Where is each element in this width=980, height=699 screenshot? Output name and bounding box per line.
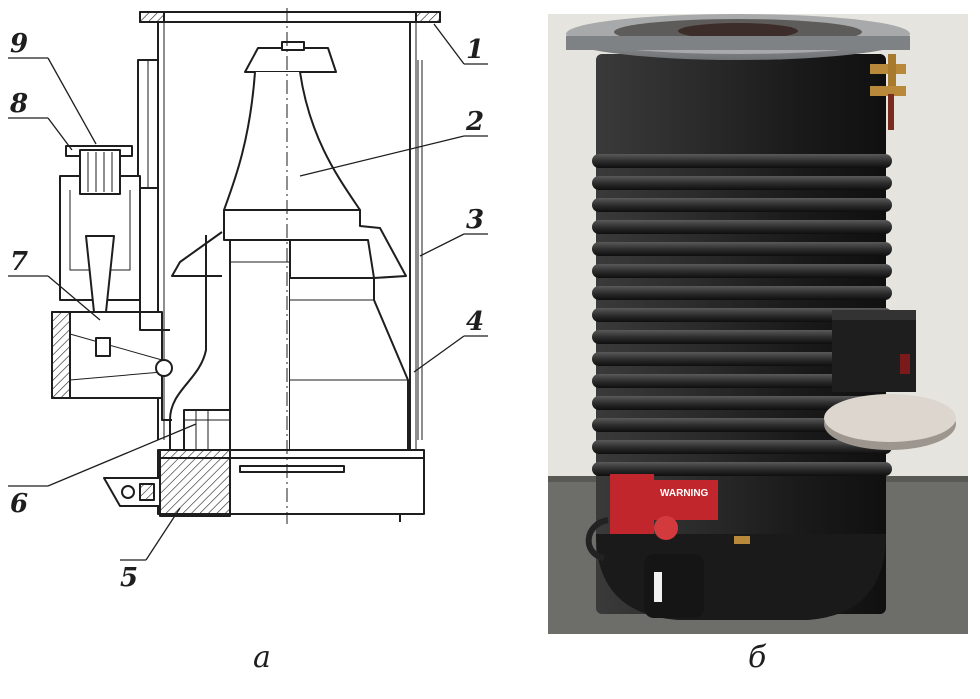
power-cable	[585, 517, 609, 561]
warning-label-text: WARNING	[660, 488, 709, 499]
coil-ring	[592, 242, 892, 256]
heater-box	[832, 310, 916, 392]
booster-assembly	[51, 145, 173, 421]
leader-lines	[8, 23, 488, 561]
callout-2: 2	[465, 107, 484, 137]
coil-ring	[592, 374, 892, 388]
panel-b-caption: б	[748, 640, 767, 675]
coil-ring	[592, 418, 892, 432]
guard-disc	[824, 394, 956, 450]
cooling-coil-rings	[592, 154, 892, 476]
callout-8: 8	[9, 89, 28, 119]
callout-6: 6	[10, 489, 28, 519]
top-flange	[139, 11, 441, 23]
jet-stack	[171, 41, 409, 451]
callout-5: 5	[120, 563, 138, 593]
callout-3: 3	[466, 205, 484, 235]
cross-section-drawing: 1 2 3 4 5 6 7 8 9	[8, 8, 488, 593]
callout-1: 1	[466, 35, 484, 65]
heater-terminal	[103, 477, 161, 507]
coil-ring	[592, 352, 892, 366]
coil-ring	[592, 154, 892, 168]
top-flange-photo	[566, 14, 910, 60]
pump-photo: WARNING	[548, 14, 968, 634]
coil-ring	[592, 220, 892, 234]
coil-ring	[592, 264, 892, 278]
water-fittings	[870, 54, 906, 130]
thermal-switch	[644, 554, 704, 618]
coil-ring	[592, 396, 892, 410]
coil-ring	[592, 440, 892, 454]
callout-4: 4	[466, 307, 484, 337]
brass-fitting	[734, 536, 750, 544]
warning-labels: WARNING	[610, 474, 718, 540]
coil-ring	[592, 176, 892, 190]
coil-ring	[592, 198, 892, 212]
coil-ring	[592, 330, 892, 344]
coil-ring	[592, 286, 892, 300]
boiler-plate	[157, 449, 425, 522]
callout-9: 9	[10, 29, 28, 59]
cooling-coil	[417, 60, 423, 440]
callout-7: 7	[10, 247, 28, 277]
callout-numbers: 1 2 3 4 5 6 7 8 9	[9, 29, 484, 593]
coil-ring	[592, 308, 892, 322]
panel-a-caption: а	[253, 640, 271, 675]
side-pipe	[137, 59, 159, 189]
coil-ring	[592, 462, 892, 476]
